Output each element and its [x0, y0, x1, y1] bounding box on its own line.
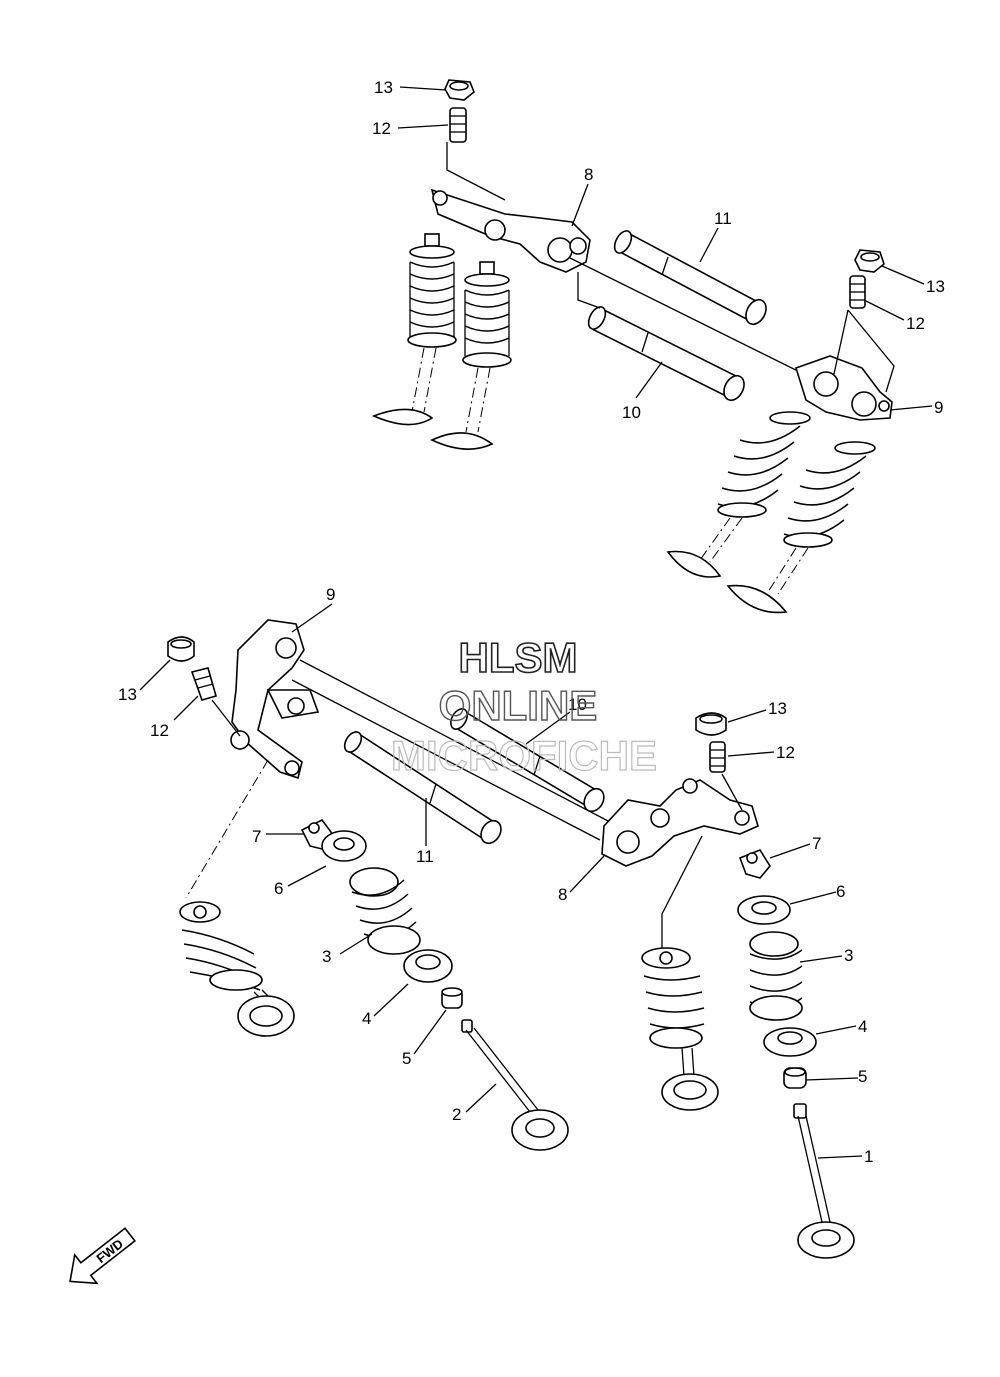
callout-13-upper-right: 13 [926, 277, 945, 296]
callout-7-right: 7 [812, 834, 821, 853]
rocker-shaft-upper-10 [587, 306, 745, 402]
callout-7-left: 7 [252, 827, 261, 846]
callout-5-left: 5 [402, 1049, 411, 1068]
callout-10-upper: 10 [622, 403, 641, 422]
lower-assembly [167, 619, 855, 1259]
rocker-arm-lower-right [601, 778, 759, 867]
callout-2: 2 [452, 1105, 461, 1124]
watermark-line-3: MICROFICHE [391, 732, 657, 779]
callout-10-lower: 10 [568, 695, 587, 714]
callout-8-lower: 8 [558, 885, 567, 904]
callout-3-left: 3 [322, 947, 331, 966]
rocker-arm-lower-left [230, 619, 320, 780]
spring-retainer-left [321, 830, 367, 862]
valve-spring-stack-lower-a [179, 901, 295, 1037]
fwd-direction-arrow: FWD [69, 1227, 136, 1285]
callout-4-right: 4 [858, 1017, 867, 1036]
callout-12-lower-right: 12 [776, 743, 795, 762]
callout-12-lower-left: 12 [150, 721, 169, 740]
adjusting-screw-lower-left [190, 667, 217, 701]
valve-spring-stack-upper-d [726, 441, 876, 614]
adjusting-nut-upper-right [854, 249, 885, 273]
callout-1: 1 [864, 1147, 873, 1166]
arrow-icon [69, 1227, 136, 1285]
callout-9-upper: 9 [934, 398, 943, 417]
rocker-shaft-upper-11 [613, 230, 767, 326]
valve-spring-left [349, 867, 421, 955]
upper-assembly [371, 79, 895, 614]
callout-5-right: 5 [858, 1067, 867, 1086]
adjusting-nut-lower-right [695, 712, 727, 736]
valve-stem-seal-right [783, 1067, 807, 1089]
callout-13-lower-left: 13 [118, 685, 137, 704]
rocker-arm-upper-right [795, 355, 893, 421]
watermark-line-2: ONLINE [439, 682, 598, 729]
valve-spring-stack-upper-b [430, 261, 512, 450]
callout-9-lower: 9 [326, 585, 335, 604]
valve-spring-stack-lower-b [641, 947, 719, 1111]
spring-retainer-right [737, 895, 791, 925]
leader-lines [139, 86, 933, 1159]
rocker-shaft-lower-11 [343, 730, 502, 845]
callout-3-right: 3 [844, 946, 853, 965]
adjusting-screw-upper-right [849, 275, 866, 309]
valve-spring-stack-upper-c [666, 411, 811, 578]
adjusting-nut-upper-left [444, 79, 475, 101]
callout-6-left: 6 [274, 879, 283, 898]
callout-12-upper-right: 12 [906, 314, 925, 333]
valve-stem-seal-left [441, 987, 463, 1009]
callout-4-left: 4 [362, 1009, 371, 1028]
watermark: HLSM ONLINE MICROFICHE [390, 633, 657, 779]
valve-cotter-right [738, 849, 771, 879]
adjusting-screw-upper-left [449, 107, 467, 143]
callout-11-upper: 11 [714, 209, 732, 228]
callout-labels: 13 12 8 11 13 12 9 10 9 13 12 10 13 12 7… [118, 78, 945, 1166]
adjusting-nut-lower-left [167, 636, 195, 662]
exhaust-valve [461, 1019, 569, 1151]
rocker-shaft-lower-10 [450, 708, 605, 813]
valve-spring-stack-upper-a [371, 233, 457, 426]
watermark-line-1: HLSM [459, 634, 578, 681]
valve-spring-right [749, 931, 803, 1021]
rocker-arm-upper-left [430, 188, 591, 273]
spring-seat-right [763, 1027, 817, 1057]
intake-valve [793, 1103, 855, 1259]
adjusting-screw-lower-right [709, 741, 726, 773]
callout-8-upper: 8 [584, 165, 593, 184]
callout-12-upper-left: 12 [372, 119, 391, 138]
callout-11-lower: 11 [416, 847, 434, 866]
spring-seat-left [403, 949, 453, 983]
callout-13-lower-right: 13 [768, 699, 787, 718]
callout-6-right: 6 [836, 882, 845, 901]
callout-13-upper-left: 13 [374, 78, 393, 97]
